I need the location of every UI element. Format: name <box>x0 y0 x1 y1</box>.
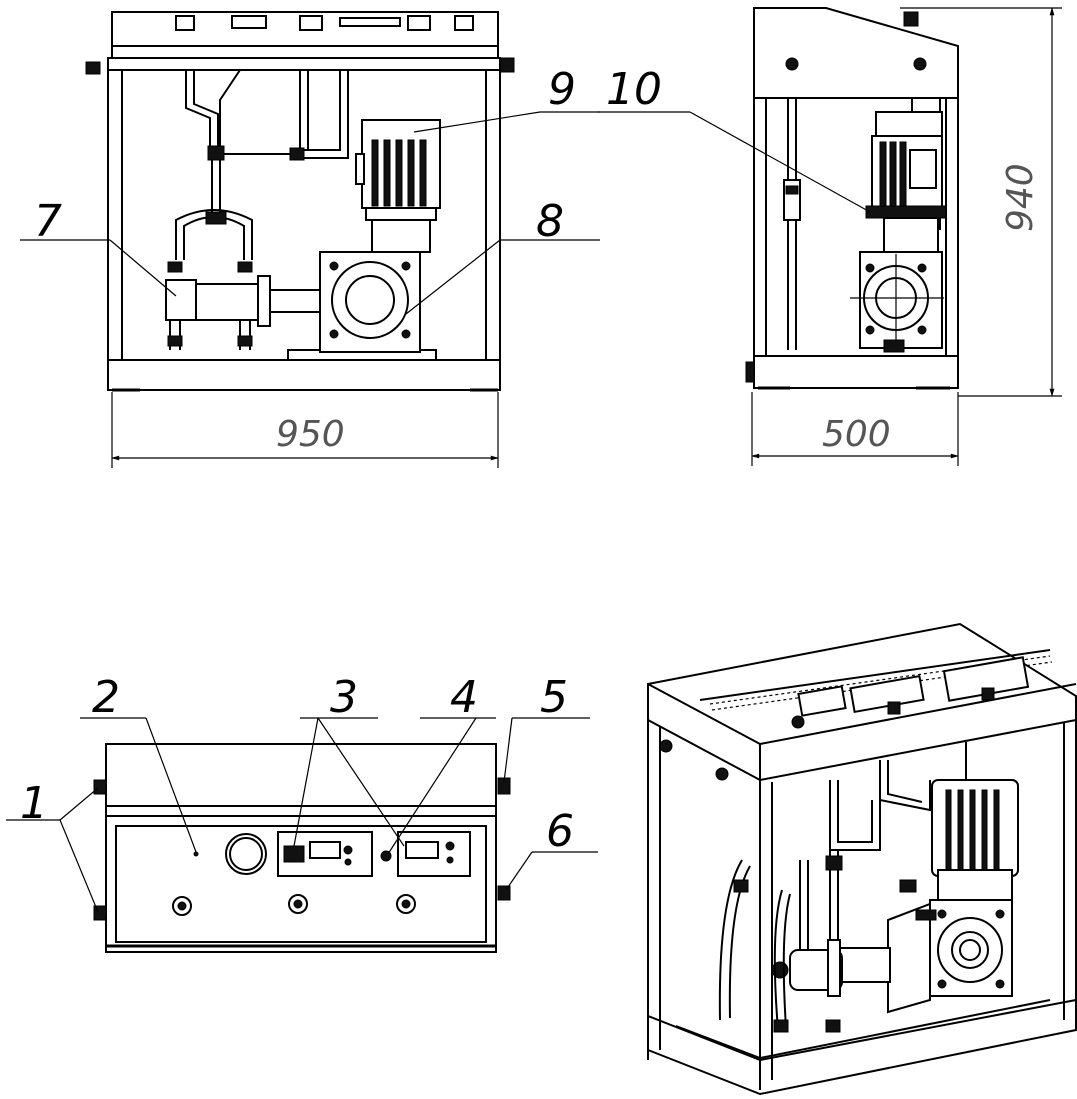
callout-1: 1 <box>20 778 48 829</box>
callout-7: 7 <box>34 196 62 247</box>
callout-2: 2 <box>92 672 120 723</box>
dimension-side-height: 940 <box>1000 163 1041 232</box>
callout-8: 8 <box>536 196 564 247</box>
callout-5: 5 <box>540 672 568 723</box>
callout-9: 9 <box>548 64 576 115</box>
callout-4: 4 <box>450 672 478 723</box>
callout-3: 3 <box>330 672 358 723</box>
isometric-view <box>647 622 1077 1096</box>
dimension-side-width: 500 <box>822 414 891 455</box>
front-panel-knobs <box>175 15 474 31</box>
dimension-front-width: 950 <box>276 414 345 455</box>
panel-view <box>6 717 598 953</box>
callout-6: 6 <box>546 806 574 857</box>
side-motor-fins <box>879 141 907 207</box>
front-view <box>20 11 600 468</box>
motor-fins <box>371 139 427 207</box>
side-view <box>598 7 1062 466</box>
callout-10: 10 <box>606 64 662 115</box>
